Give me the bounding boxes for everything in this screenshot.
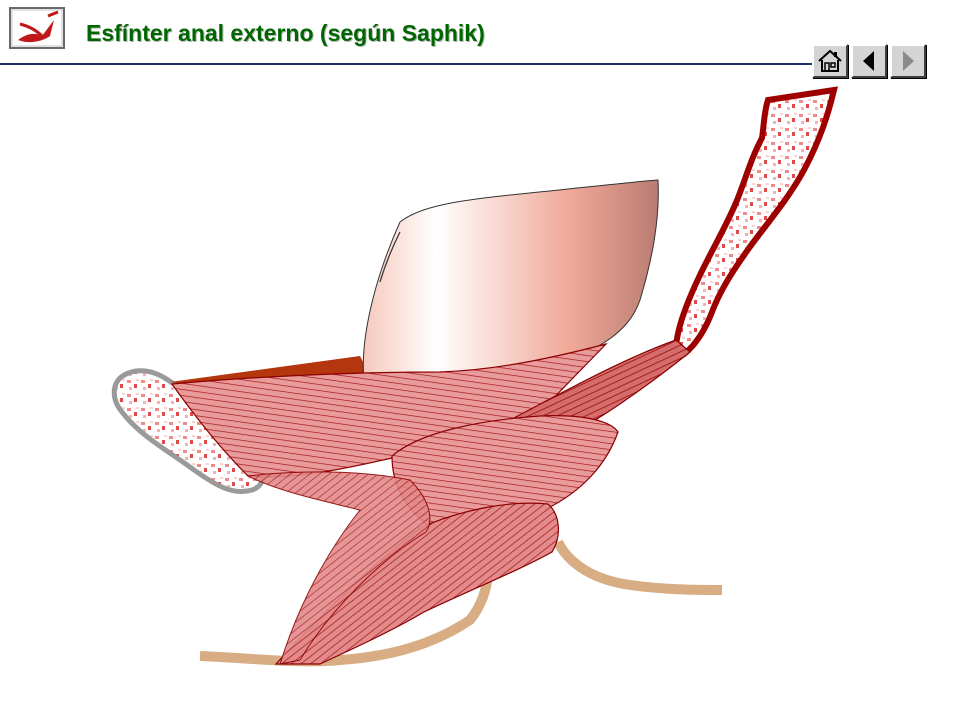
home-button[interactable]: [812, 44, 848, 78]
title-divider: [0, 63, 812, 65]
next-arrow-icon: [903, 51, 914, 71]
page-title: Esfínter anal externo (según Saphik): [86, 20, 485, 46]
skin-line-left: [199, 575, 493, 667]
logo-icon: [9, 7, 65, 49]
previous-button[interactable]: [851, 44, 887, 78]
home-icon: [818, 49, 842, 72]
pubic-bone: [111, 368, 266, 495]
puborectal-fibres: [246, 471, 431, 665]
nav-toolbar: [812, 44, 929, 78]
skin-line-right: [553, 539, 723, 595]
previous-arrow-icon: [863, 51, 874, 71]
rectum: [362, 179, 659, 381]
rectum-edge: [379, 231, 401, 283]
coccyx-bone: [672, 86, 838, 358]
next-button[interactable]: [890, 44, 926, 78]
